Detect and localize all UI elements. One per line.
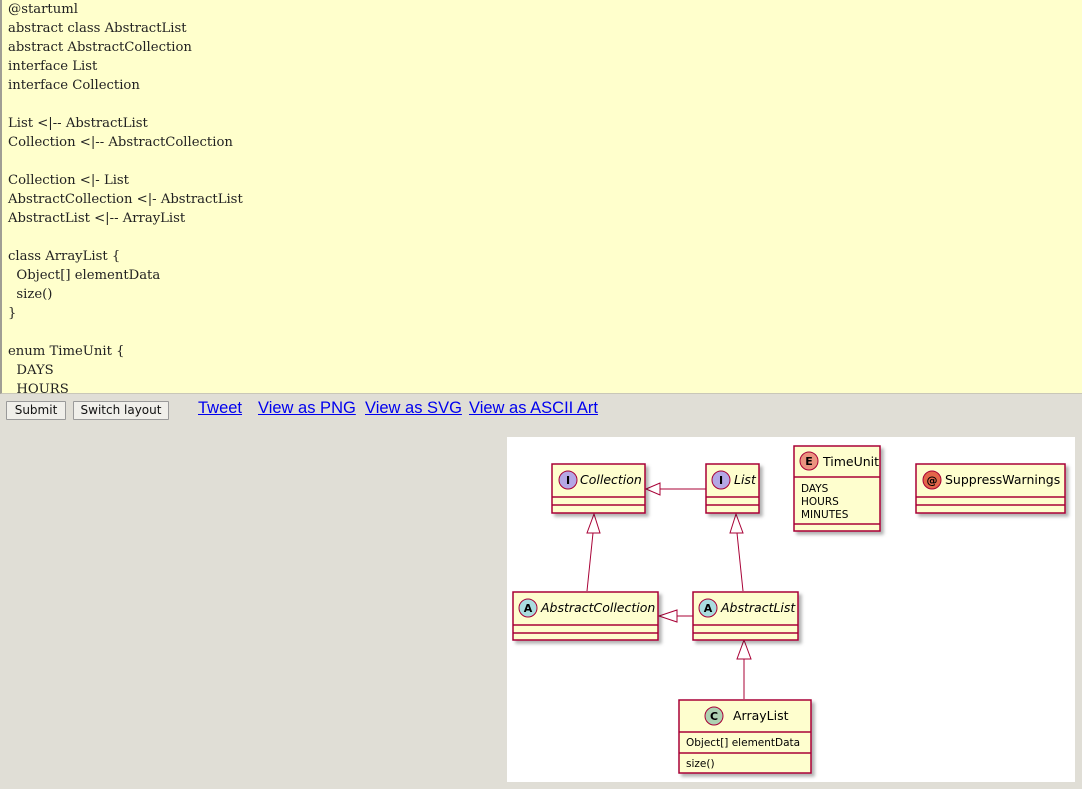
- interface-badge-letter: I: [566, 474, 570, 487]
- toolbar: Submit Switch layout Tweet View as PNG V…: [0, 396, 1082, 426]
- class-name-collection: Collection: [580, 472, 642, 487]
- interface-badge-icon: [711, 470, 731, 490]
- enum-value: MINUTES: [801, 509, 849, 521]
- class-name-suppresswarnings: SuppressWarnings: [945, 472, 1060, 487]
- source-editor[interactable]: @startuml abstract class AbstractList ab…: [0, 0, 1082, 394]
- uml-diagram-panel: I Collection I List E TimeUnit DAYS HOUR…: [507, 437, 1075, 782]
- class-badge-icon: [704, 706, 724, 726]
- class-field: Object[] elementData: [686, 737, 800, 749]
- relation-list-to-collection: [644, 482, 706, 496]
- class-box-arraylist[interactable]: C ArrayList Object[] elementData size(): [678, 699, 812, 774]
- annotation-box-suppresswarnings[interactable]: @ SuppressWarnings: [915, 463, 1066, 514]
- enum-value: DAYS: [801, 483, 829, 495]
- class-name-list: List: [734, 472, 757, 487]
- class-name-abstractcollection: AbstractCollection: [540, 600, 655, 615]
- class-box-collection[interactable]: I Collection: [551, 463, 646, 514]
- class-box-abstractlist[interactable]: A AbstractList: [692, 591, 799, 641]
- abstract-badge-letter: A: [524, 602, 533, 615]
- class-badge-letter: C: [710, 710, 718, 723]
- enum-value: HOURS: [801, 496, 839, 508]
- class-method: size(): [686, 758, 715, 770]
- interface-badge-icon: [558, 470, 578, 490]
- relation-arraylist-to-abstractlist: [736, 638, 752, 699]
- relation-abstractcollection-to-collection: [586, 512, 601, 592]
- uml-class-diagram: I Collection I List E TimeUnit DAYS HOUR…: [512, 445, 1066, 774]
- enum-badge-icon: [799, 451, 819, 471]
- relation-abstractlist-to-list: [729, 512, 744, 592]
- switch-layout-button[interactable]: Switch layout: [73, 401, 169, 420]
- abstract-badge-icon: [698, 598, 718, 618]
- enum-box-timeunit[interactable]: E TimeUnit DAYS HOURS MINUTES: [793, 445, 881, 532]
- interface-badge-letter: I: [719, 474, 723, 487]
- tweet-link[interactable]: Tweet: [198, 399, 243, 417]
- class-box-list[interactable]: I List: [705, 463, 760, 514]
- abstract-badge-icon: [518, 598, 538, 618]
- annotation-badge-letter: @: [927, 474, 938, 487]
- annotation-badge-icon: [922, 470, 942, 490]
- class-name-abstractlist: AbstractList: [720, 600, 796, 615]
- abstract-badge-letter: A: [704, 602, 713, 615]
- relation-abstractlist-to-abstractcollection: [657, 609, 693, 623]
- class-box-abstractcollection[interactable]: A AbstractCollection: [512, 591, 659, 641]
- view-as-ascii-art-link[interactable]: View as ASCII Art: [469, 399, 599, 417]
- view-as-png-link[interactable]: View as PNG: [258, 399, 356, 417]
- class-name-arraylist: ArrayList: [733, 708, 789, 723]
- class-name-timeunit: TimeUnit: [822, 454, 879, 469]
- view-as-svg-link[interactable]: View as SVG: [365, 399, 462, 417]
- enum-badge-letter: E: [805, 455, 813, 468]
- submit-button[interactable]: Submit: [6, 401, 66, 420]
- source-code-text[interactable]: @startuml abstract class AbstractList ab…: [8, 2, 243, 394]
